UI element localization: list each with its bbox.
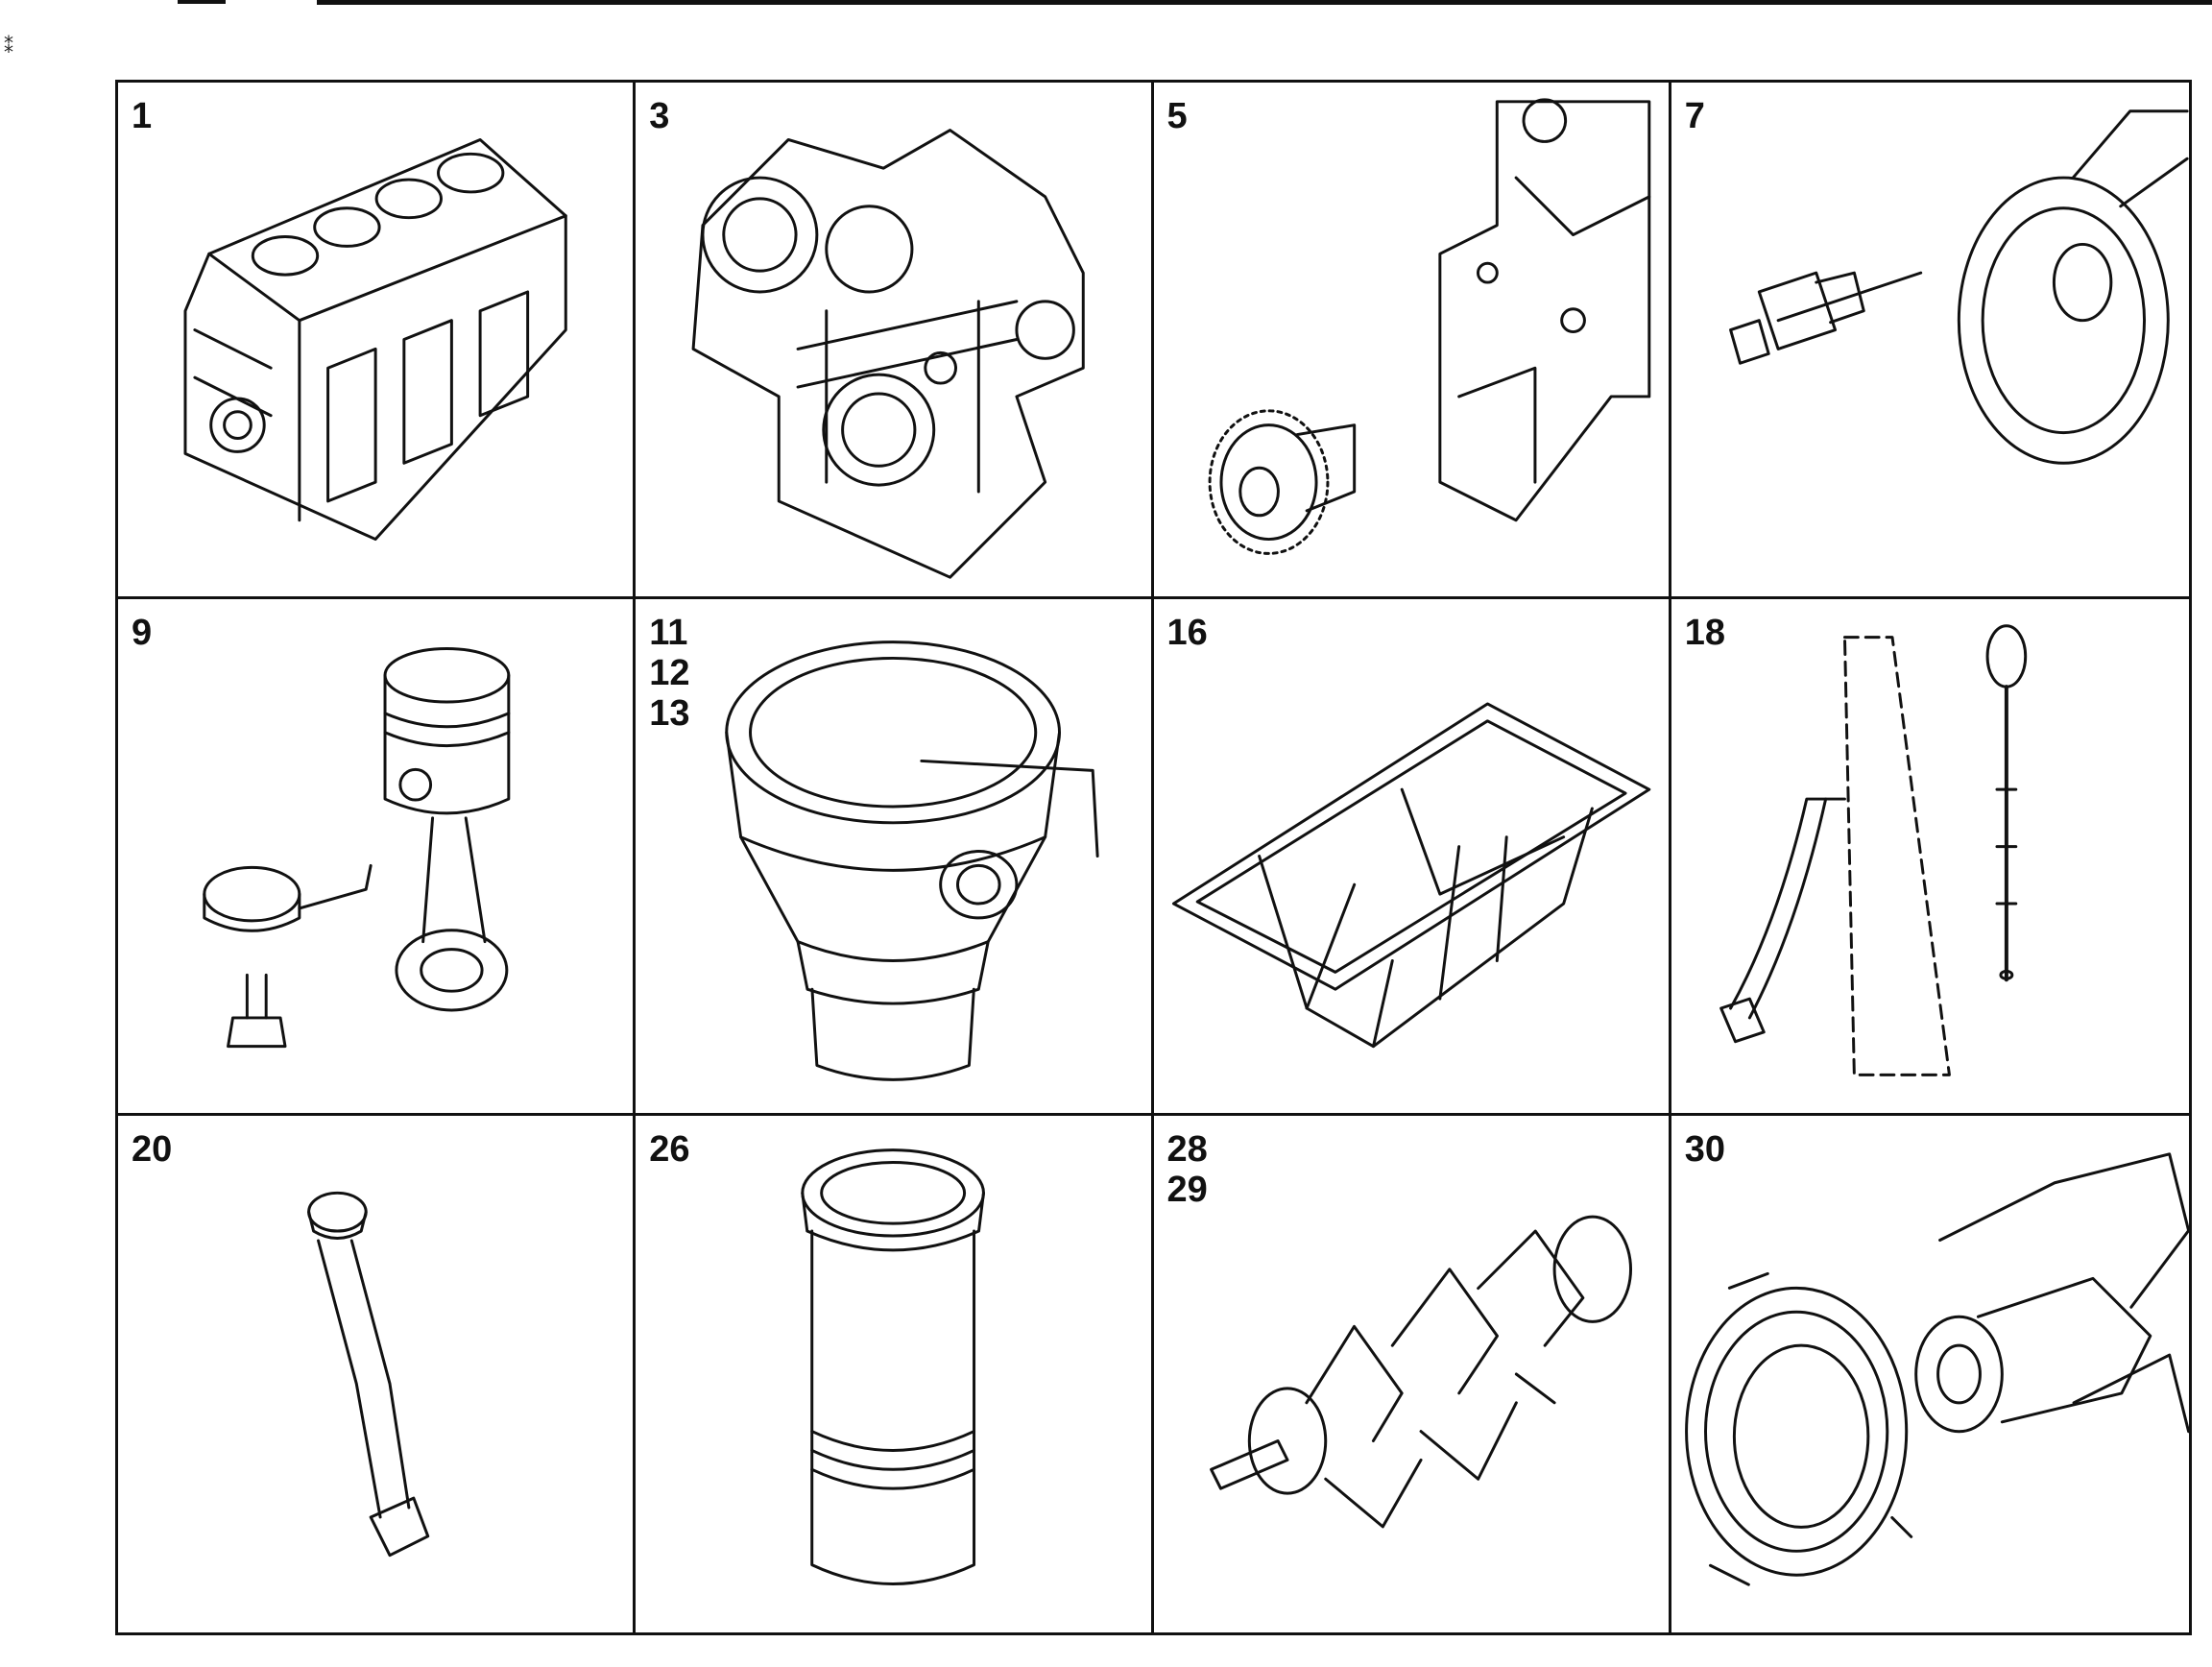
part-number-list: 1 [132,96,152,136]
part-number: 12 [649,653,690,693]
cylinder-block-icon [183,137,567,542]
crankshaft-icon [1209,1215,1632,1529]
page-top-rule [317,0,2212,5]
part-cell-1: 1 [118,83,637,599]
part-number-list: 5 [1167,96,1188,136]
timing-gear-case-icon [691,129,1086,579]
part-number-list: 9 [132,613,152,653]
part-cell-26: 26 [636,1116,1154,1632]
part-number: 20 [132,1129,173,1170]
part-number-list: 3 [649,96,669,136]
scan-speck: ⁑ [4,36,13,58]
part-number: 28 [1166,1129,1208,1170]
cylinder-liner-icon [801,1148,986,1585]
part-number-list: 7 [1685,96,1705,136]
part-number: 3 [649,96,670,136]
crankshaft-seal-icon [1684,1152,2189,1586]
part-number: 26 [649,1129,690,1170]
part-number-list: 26 [649,1129,689,1170]
part-number-list: 16 [1167,613,1208,653]
oil-filter-housing-icon [725,640,1099,1081]
part-cell-16: 16 [1153,599,1671,1116]
part-number-list: 20 [132,1129,172,1170]
part-number-list: 18 [1685,613,1725,653]
part-number: 29 [1166,1170,1208,1210]
part-number-list: 30 [1685,1129,1725,1170]
part-number: 11 [649,613,688,653]
part-cell-20: 20 [118,1116,637,1632]
dipstick-tube-icon [1719,624,2027,1076]
part-cell-9: 9 [118,599,637,1116]
oil-filler-pipe-icon [307,1191,430,1558]
part-cell-18: 18 [1671,599,2189,1116]
part-cell-3: 3 [636,83,1154,599]
page-top-mark [178,0,226,4]
part-number-list: 28 29 [1167,1129,1208,1210]
part-number-list: 11 12 13 [649,613,689,734]
part-number: 13 [649,693,690,734]
sensor-switch-icon [1728,109,2189,465]
part-number: 9 [132,613,153,653]
idler-gear-icon [1208,98,1650,555]
parts-grid: 1 3 [115,80,2192,1635]
part-number: 5 [1166,96,1188,136]
part-number: 16 [1166,613,1208,653]
piston-connecting-rod-icon [203,647,511,1049]
part-cell-5: 5 [1153,83,1671,599]
part-cell-30: 30 [1671,1116,2189,1632]
part-number: 18 [1684,613,1726,653]
part-cell-28-29: 28 29 [1154,1116,1671,1632]
part-number: 7 [1684,96,1705,136]
part-cell-11-12-13: 11 12 13 [636,599,1154,1116]
part-cell-7: 7 [1671,83,2189,599]
part-number: 30 [1684,1129,1726,1170]
part-number: 1 [132,96,153,136]
oil-pan-icon [1171,702,1650,1049]
